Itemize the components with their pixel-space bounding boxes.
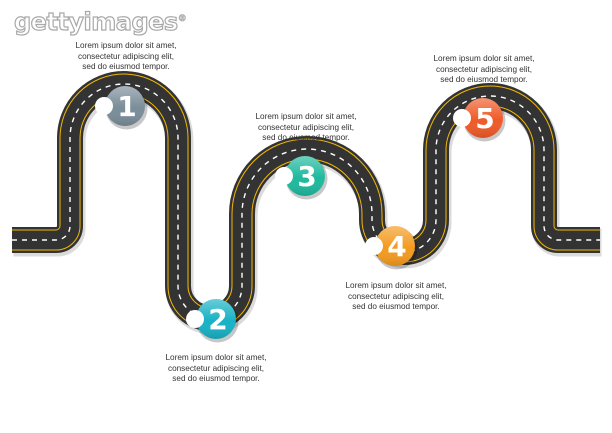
step-number: 5 (475, 102, 494, 135)
caption-line: sed do eiusmod tempor. (440, 75, 528, 85)
caption-line: Lorem ipsum dolor sit amet, (165, 353, 267, 362)
caption-line: sed do eiusmod tempor. (172, 374, 260, 384)
step-badges: 1 2 3 4 5 (95, 86, 506, 343)
badge-shine (375, 226, 415, 266)
badge-shine (285, 156, 325, 196)
caption-line: Lorem ipsum dolor sit amet, (433, 54, 535, 63)
caption-line: Lorem ipsum dolor sit amet, (345, 281, 447, 290)
caption-line: consectetur adipiscing elit, (435, 64, 533, 74)
step-2-badge: 2 (186, 299, 239, 343)
caption-line: consectetur adipiscing elit, (77, 51, 175, 61)
badge-shine (196, 299, 236, 339)
step-4-caption: Lorem ipsum dolor sit amet, consectetur … (316, 281, 476, 313)
step-number: 4 (387, 230, 406, 263)
caption-line: sed do eiusmod tempor. (352, 302, 440, 312)
watermark-registered-mark: ® (177, 14, 187, 25)
step-2-caption: Lorem ipsum dolor sit amet, consectetur … (136, 353, 296, 385)
step-number: 1 (117, 90, 136, 123)
caption-line: consectetur adipiscing elit, (167, 363, 265, 373)
watermark-logo: gettyimages® (13, 7, 187, 36)
caption-line: Lorem ipsum dolor sit amet, (255, 112, 357, 121)
road-center-dashes (12, 83, 600, 319)
caption-line: sed do eiusmod tempor. (262, 133, 350, 143)
step-number: 3 (297, 160, 316, 193)
step-3-badge: 3 (275, 156, 328, 200)
badge-shine (463, 98, 503, 138)
step-3-caption: Lorem ipsum dolor sit amet, consectetur … (226, 112, 386, 144)
caption-line: consectetur adipiscing elit, (347, 291, 445, 301)
badge-notch (275, 167, 293, 185)
step-5-badge: 5 (453, 98, 506, 142)
caption-line: Lorem ipsum dolor sit amet, (75, 41, 177, 50)
caption-line: sed do eiusmod tempor. (82, 62, 170, 72)
badge-notch (365, 237, 383, 255)
badge-notch (186, 310, 204, 328)
badge-notch (453, 109, 471, 127)
step-1-badge: 1 (95, 86, 148, 130)
watermark-text: gettyimages (13, 7, 178, 36)
step-4-badge: 4 (365, 226, 418, 270)
caption-line: consectetur adipiscing elit, (257, 122, 355, 132)
step-5-caption: Lorem ipsum dolor sit amet, consectetur … (404, 54, 564, 86)
step-number: 2 (208, 303, 227, 336)
badge-shine (105, 86, 145, 126)
step-1-caption: Lorem ipsum dolor sit amet, consectetur … (46, 41, 206, 73)
badge-notch (95, 97, 113, 115)
